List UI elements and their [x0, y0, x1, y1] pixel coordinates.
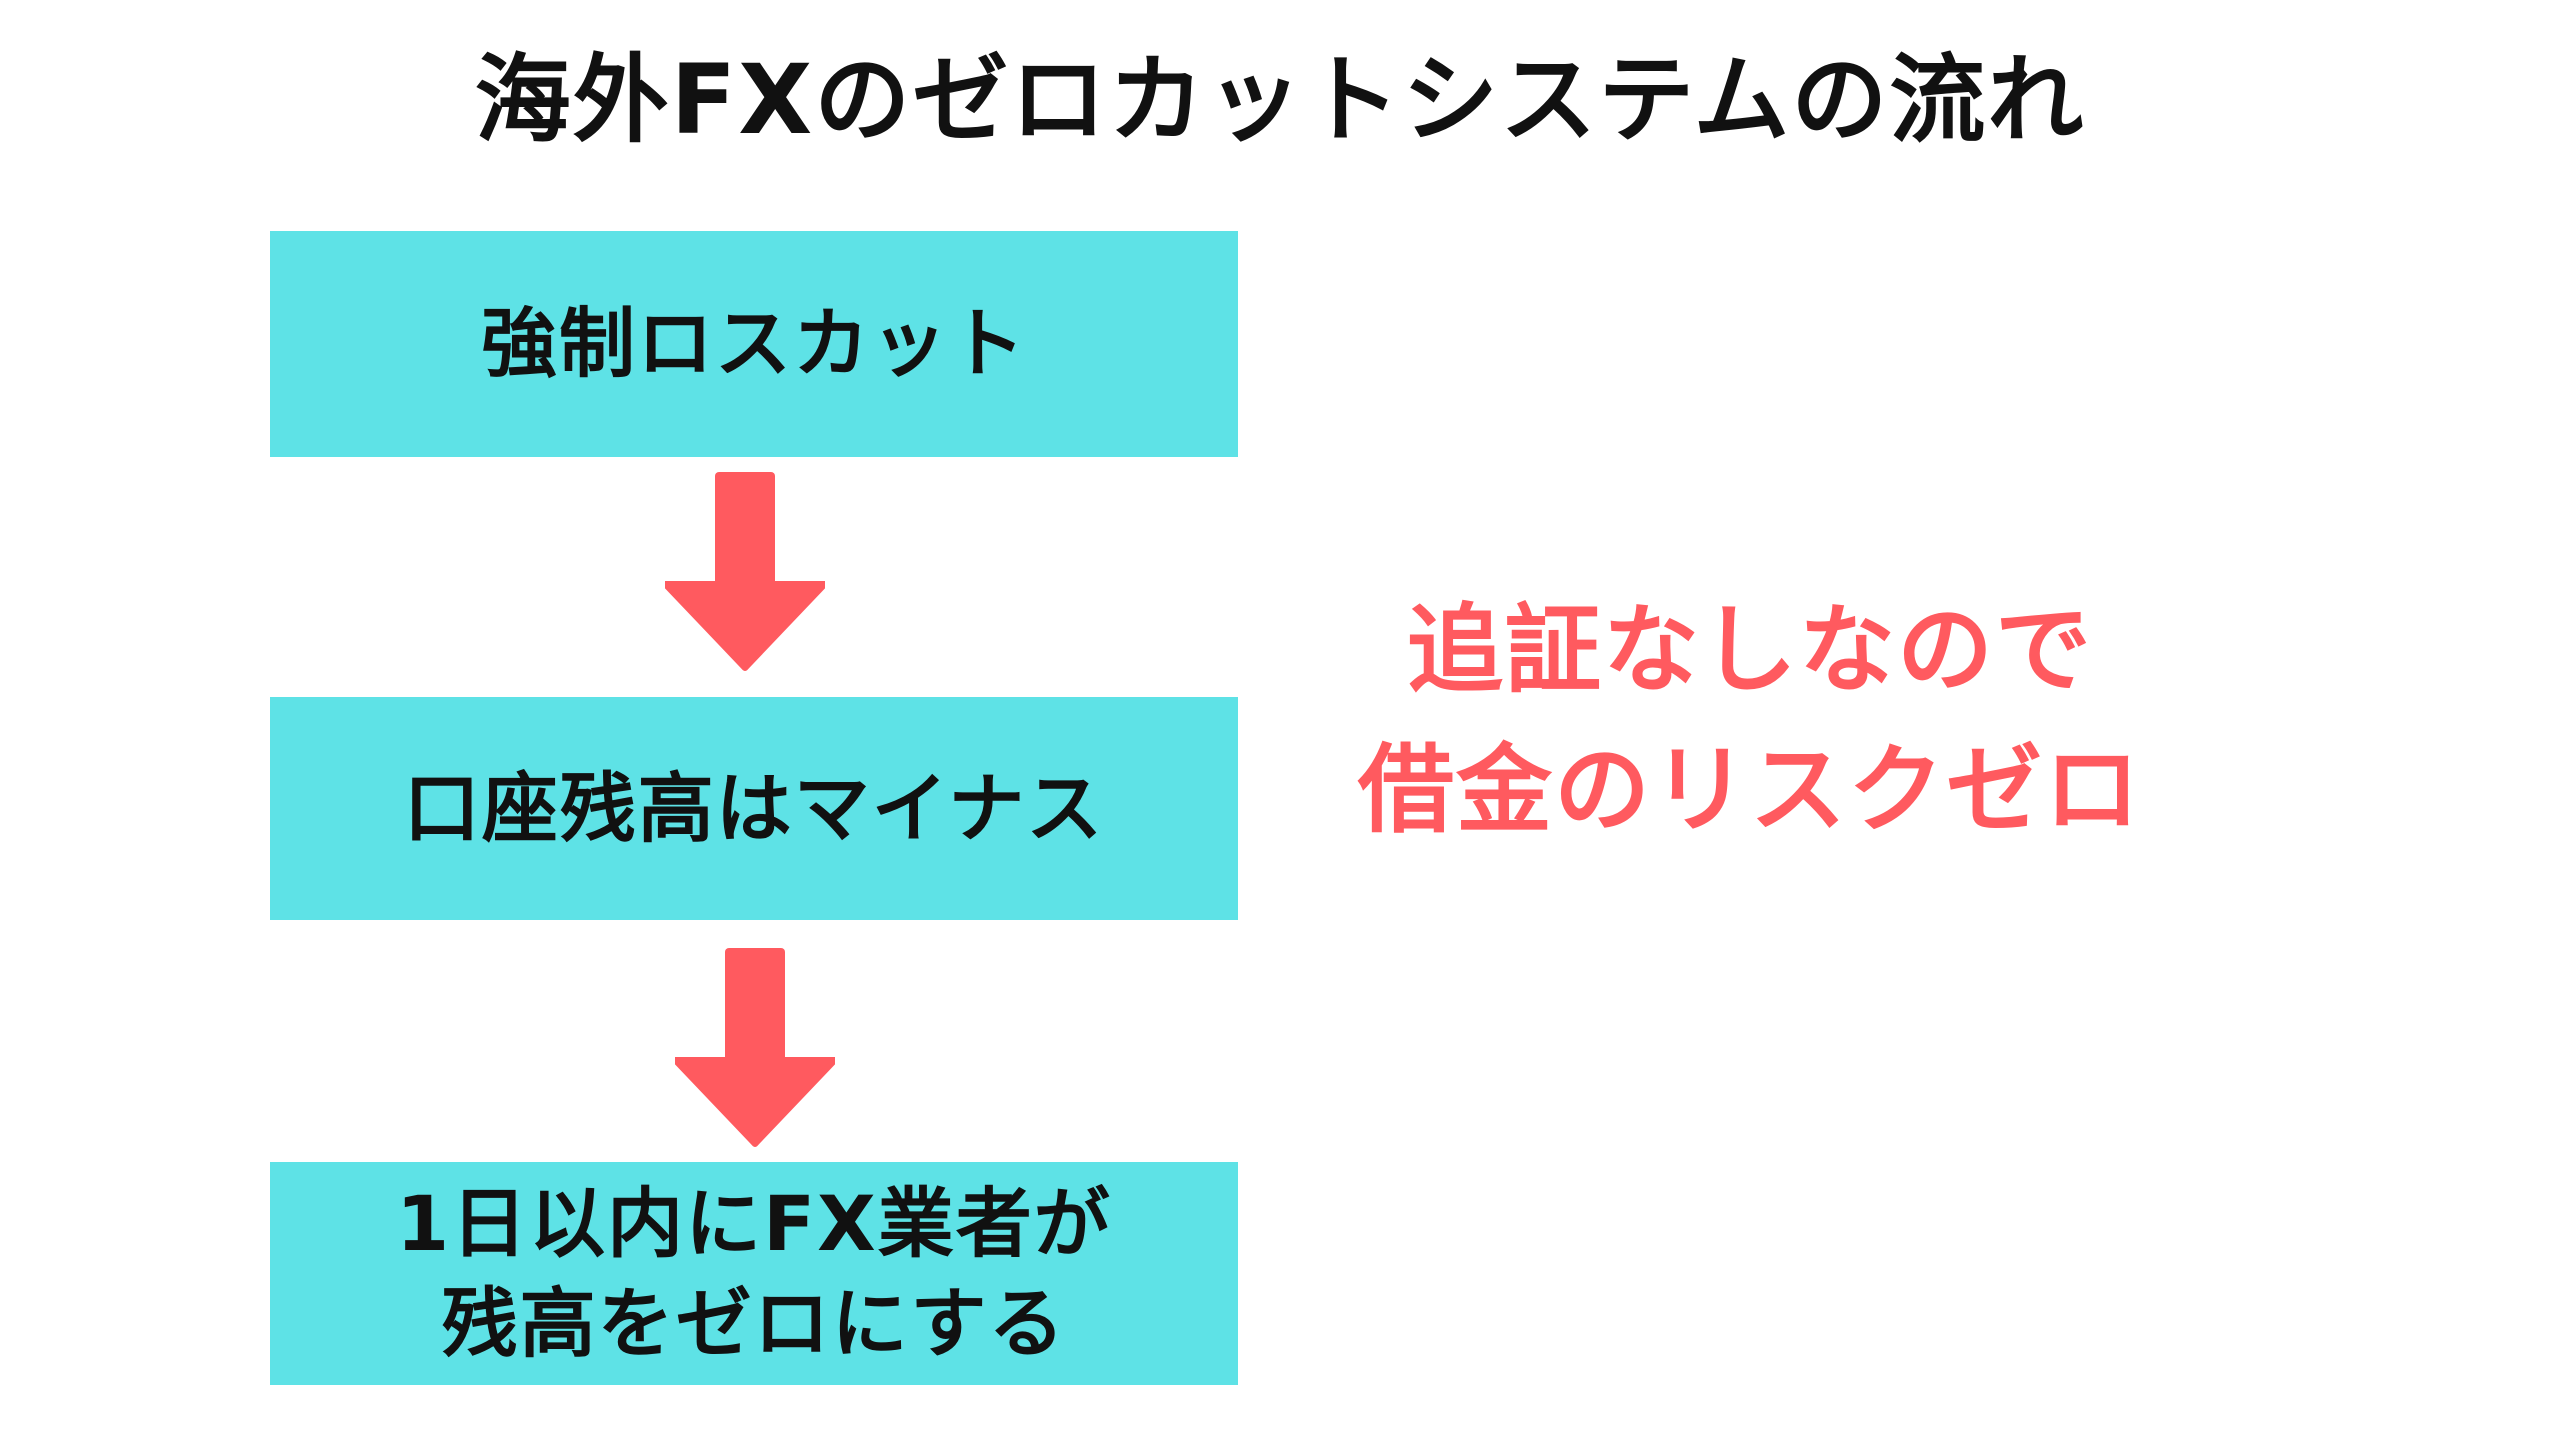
- arrow-down-icon: [665, 472, 825, 671]
- arrow-down-icon: [675, 948, 835, 1147]
- flow-step-label: 強制ロスカット: [481, 299, 1027, 388]
- flow-step-label-line-2: 残高をゼロにする: [441, 1278, 1067, 1368]
- page-title: 海外FXのゼロカットシステムの流れ: [474, 44, 2086, 156]
- flow-step-label: 口座残高はマイナス: [403, 763, 1105, 853]
- flow-step-forced-losscut: 強制ロスカット: [270, 231, 1238, 457]
- side-note-line-2: 借金のリスクゼロ: [1358, 734, 2142, 846]
- flow-step-negative-balance: 口座残高はマイナス: [270, 697, 1238, 920]
- flow-step-balance-reset: 1日以内にFX業者が 残高をゼロにする: [270, 1162, 1238, 1385]
- side-note: 追証なしなので 借金のリスクゼロ: [1270, 580, 2230, 860]
- side-note-line-1: 追証なしなので: [1407, 594, 2093, 706]
- flow-step-label-line-1: 1日以内にFX業者が: [396, 1178, 1112, 1268]
